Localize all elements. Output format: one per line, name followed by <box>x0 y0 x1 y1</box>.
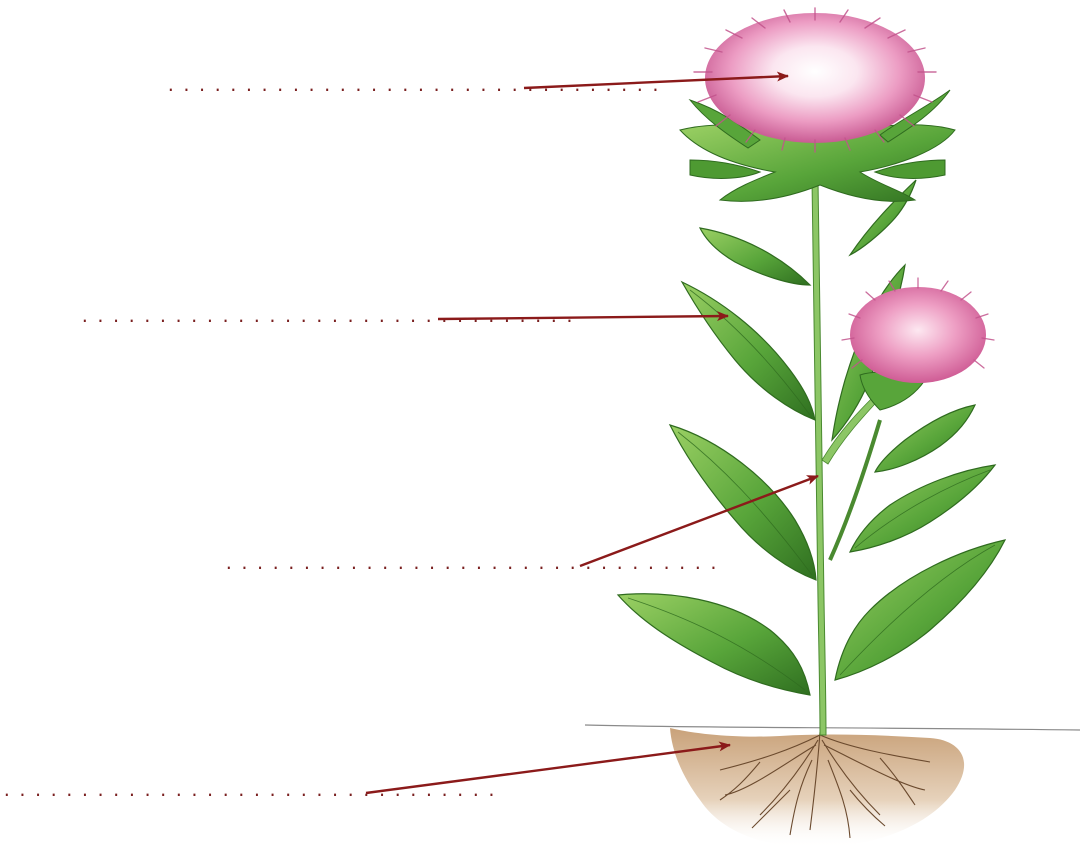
ground-line <box>585 725 1080 730</box>
roots-blank-dots: ................................ <box>2 781 502 800</box>
flower-head-small <box>842 278 994 410</box>
roots-blank[interactable]: ................................ <box>2 783 502 799</box>
leaves <box>618 180 1005 695</box>
leaf-blank[interactable]: ................................ <box>80 309 580 325</box>
stem-blank-dots: ................................ <box>224 554 724 573</box>
flower-blank[interactable]: ................................ <box>166 78 666 94</box>
soil <box>585 725 1080 848</box>
flower-blank-dots: ................................ <box>166 76 666 95</box>
stem-blank[interactable]: ................................ <box>224 556 724 572</box>
leaf-blank-dots: ................................ <box>80 307 580 326</box>
